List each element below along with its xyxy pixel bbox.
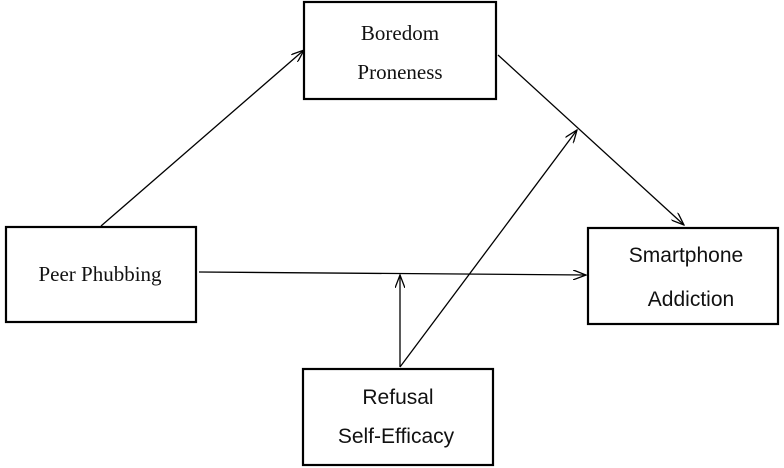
edge-peer-to-boredom bbox=[100, 50, 304, 227]
node-refusal-self-efficacy: Refusal Self-Efficacy bbox=[301, 367, 495, 467]
node-smartphone-addiction: Smartphone Addiction bbox=[586, 226, 780, 326]
peer-phubbing-label: Peer Phubbing bbox=[38, 262, 162, 286]
boredom-proneness-box bbox=[302, 0, 498, 101]
edge-boredom-to-smartphone bbox=[497, 54, 684, 225]
smartphone-addiction-box bbox=[586, 226, 780, 326]
boredom-proneness-label-line2: Proneness bbox=[357, 60, 442, 84]
refusal-self-efficacy-box bbox=[301, 367, 495, 467]
edge-refusal-moderates-boredom-path bbox=[399, 130, 577, 368]
refusal-self-efficacy-label-line2: Self-Efficacy bbox=[338, 425, 455, 448]
node-peer-phubbing: Peer Phubbing bbox=[4, 225, 198, 324]
refusal-self-efficacy-label-line1: Refusal bbox=[362, 386, 433, 409]
edge-peer-to-smartphone bbox=[198, 272, 586, 275]
smartphone-addiction-label-line2: Addiction bbox=[648, 288, 734, 311]
boredom-proneness-label-line1: Boredom bbox=[361, 21, 439, 45]
node-boredom-proneness: Boredom Proneness bbox=[302, 0, 498, 101]
smartphone-addiction-label-line1: Smartphone bbox=[629, 244, 743, 267]
peer-phubbing-box bbox=[4, 225, 198, 324]
